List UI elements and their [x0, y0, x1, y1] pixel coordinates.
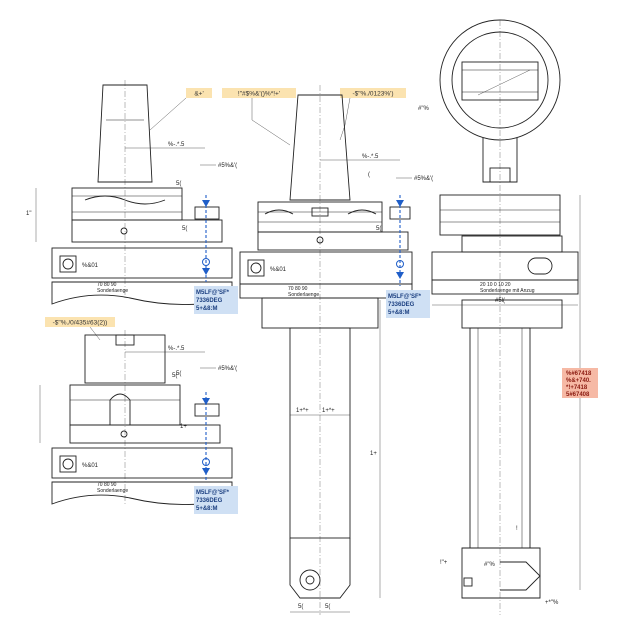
svg-text:%&+740.: %&+740.	[566, 378, 591, 384]
svg-text:7336DEG: 7336DEG	[388, 302, 415, 308]
dim-d24: !	[516, 526, 518, 532]
dim-d17: !"+	[440, 560, 448, 566]
callout-mid-left-text: -$"%./0/435#63(2))	[53, 320, 108, 327]
dim-d18: 5(	[176, 371, 181, 377]
svg-text:7336DEG: 7336DEG	[196, 298, 223, 304]
scale-s3: 20 10 0 10 20	[480, 282, 511, 288]
view-center: %&01 70 80 90 Sonderlaenge %-.*.5 #5%&'(…	[239, 85, 433, 615]
svg-text:5+&8:M: 5+&8:M	[388, 310, 410, 316]
dim-d28: 5(	[325, 604, 330, 610]
dim-d26: 1+	[370, 451, 377, 457]
dim-d2: #5%&'(	[218, 163, 237, 169]
blue-label-left-bottom: M5LF@'SF* 7336DEG 5+&8:M	[194, 486, 238, 514]
svg-text:*!+7418: *!+7418	[566, 385, 588, 391]
blue-label-center: M5LF@'SF* 7336DEG 5+&8:M	[386, 290, 430, 318]
svg-text:70 80 90: 70 80 90	[97, 482, 117, 488]
dim-d10: #5%&'(	[414, 176, 433, 182]
callout-mid-left: -$"%./0/435#63(2))	[45, 317, 115, 341]
dim-d13: #"%	[418, 106, 429, 112]
callout-top-1: &+'	[149, 88, 212, 131]
dim-d9: %-.*.5	[362, 154, 379, 160]
dim-d25: (	[368, 172, 370, 178]
scale-s1: 70 80 90	[97, 282, 117, 288]
svg-text:Sonderlaenge: Sonderlaenge	[97, 488, 128, 494]
dim-d21: 5(	[376, 226, 381, 232]
dim-d7: 5(	[172, 373, 177, 379]
callout-top-3-text: -$"%./0123%')	[352, 91, 393, 98]
dim-d5: %-.*.5	[168, 346, 185, 352]
dim-d6: #5%&'(	[218, 366, 237, 372]
callout-top-3: -$"%./0123%')	[339, 88, 406, 141]
svg-text:5+&8:M: 5+&8:M	[196, 306, 218, 312]
view-bottom-left: %&01 70 80 90 Sonderlaenge %-.*.5 #5%&'(…	[39, 330, 237, 505]
svg-text:70 80 90: 70 80 90	[288, 286, 308, 292]
svg-text:5+&8:M: 5+&8:M	[196, 506, 218, 512]
dim-d27: 5(	[298, 604, 303, 610]
dim-d12: #5l(	[495, 298, 505, 304]
svg-text:7336DEG: 7336DEG	[196, 498, 223, 504]
scale-s2: Sonderlaenge	[97, 288, 128, 294]
dim-d20: 1"	[26, 211, 31, 217]
dim-d8: %&01	[82, 463, 99, 469]
callout-top-2-text: !"#$%&'()%*!+'	[238, 91, 280, 98]
svg-text:5#67408: 5#67408	[566, 392, 590, 398]
view-right: #"% 20 10 0 10 20 Sonderlaenge mit Anzug…	[418, 19, 581, 615]
dim-d23: +*"%	[545, 600, 559, 606]
dim-d3: 5(	[182, 226, 187, 232]
svg-text:%#67418: %#67418	[566, 371, 592, 377]
dim-d4: %&01	[82, 263, 99, 269]
callout-top-1-text: &+'	[194, 91, 203, 98]
blue-label-left-top: M5LF@'SF* 7336DEG 5+&8:M	[194, 286, 238, 314]
view-top-left: %&01 70 80 90 Sonderlaenge %-.*.5 #5%&'(…	[35, 80, 237, 305]
dim-d11: %&01	[270, 267, 287, 273]
svg-text:M5LF@'SF*: M5LF@'SF*	[388, 294, 422, 300]
scale-s4: Sonderlaenge mit Anzug	[480, 288, 535, 294]
dim-d22: 5(	[176, 181, 181, 187]
dim-d15: 1+*+	[322, 408, 335, 414]
dim-d16: 1+	[180, 424, 187, 430]
svg-text:Sonderlaenge: Sonderlaenge	[288, 292, 319, 298]
svg-text:M5LF@'SF*: M5LF@'SF*	[196, 490, 230, 496]
svg-text:M5LF@'SF*: M5LF@'SF*	[196, 290, 230, 296]
dim-d19: #"%	[484, 562, 495, 568]
callout-top-2: !"#$%&'()%*!+'	[222, 88, 296, 146]
dim-d1: %-.*.5	[168, 142, 185, 148]
red-note: %#67418 %&+740. *!+7418 5#67408	[562, 368, 598, 398]
dim-d14: 1+*+	[296, 408, 309, 414]
